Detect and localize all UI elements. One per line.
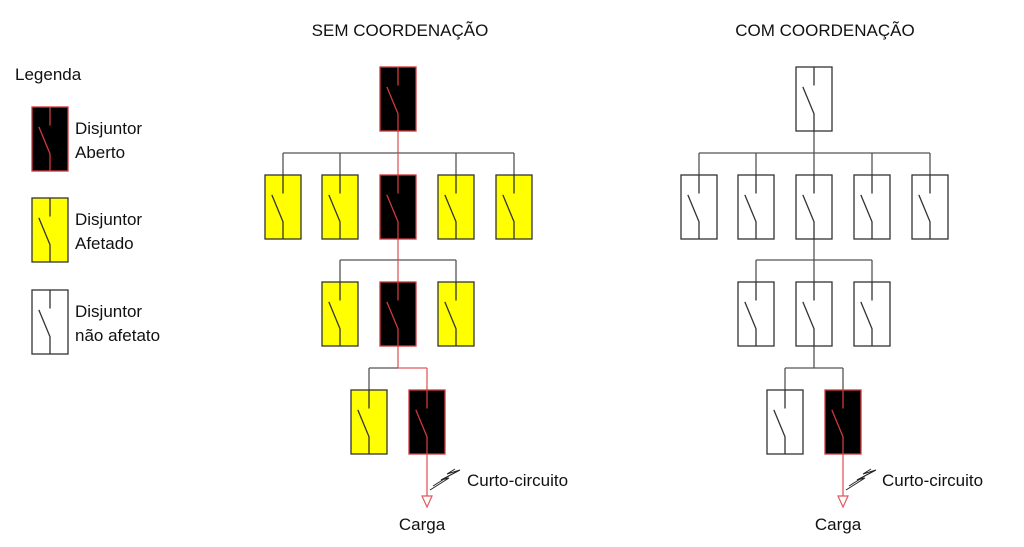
switch-symbol bbox=[802, 282, 815, 346]
diagram-title-with-coordination: COM COORDENAÇÃO bbox=[735, 21, 914, 40]
switch-symbol bbox=[38, 290, 51, 354]
switch-symbol bbox=[357, 390, 370, 454]
load-label: Carga bbox=[815, 515, 862, 534]
breaker-open bbox=[31, 106, 69, 172]
lightning-icon bbox=[429, 468, 461, 491]
breaker-affected bbox=[350, 389, 388, 455]
switch-symbol bbox=[860, 282, 873, 346]
breaker-affected bbox=[437, 174, 475, 240]
switch-symbol bbox=[328, 282, 341, 346]
fault-label: Curto-circuito bbox=[882, 471, 983, 490]
legend-label: Disjuntor bbox=[75, 210, 142, 229]
switch-symbol bbox=[502, 175, 515, 239]
breaker-affected bbox=[321, 174, 359, 240]
lightning-icon bbox=[845, 468, 877, 491]
breaker-unaffected bbox=[680, 174, 718, 240]
diagram-title-without-coordination: SEM COORDENAÇÃO bbox=[312, 21, 489, 40]
legend-label: Disjuntor bbox=[75, 302, 142, 321]
switch-symbol bbox=[444, 175, 457, 239]
breaker-unaffected bbox=[853, 174, 891, 240]
legend-item-unaffected: Disjuntor não afetato bbox=[31, 289, 160, 355]
switch-symbol bbox=[802, 67, 815, 131]
legend-label: não afetato bbox=[75, 326, 160, 345]
load-arrow-icon bbox=[837, 495, 849, 509]
switch-symbol bbox=[860, 175, 873, 239]
breaker-open bbox=[408, 389, 446, 455]
breaker-unaffected bbox=[795, 66, 833, 132]
breaker-unaffected bbox=[766, 389, 804, 455]
switch-symbol bbox=[415, 390, 428, 454]
load-label: Carga bbox=[399, 515, 446, 534]
switch-symbol bbox=[328, 175, 341, 239]
legend-label: Aberto bbox=[75, 143, 125, 162]
breaker-affected bbox=[264, 174, 302, 240]
switch-symbol bbox=[38, 198, 51, 262]
fault-label: Curto-circuito bbox=[467, 471, 568, 490]
legend-label: Afetado bbox=[75, 234, 134, 253]
switch-symbol bbox=[38, 107, 51, 171]
switch-symbol bbox=[918, 175, 931, 239]
legend-label: Disjuntor bbox=[75, 119, 142, 138]
breaker-unaffected bbox=[737, 281, 775, 347]
breaker-open bbox=[379, 174, 417, 240]
breaker-unaffected bbox=[795, 281, 833, 347]
breaker-affected bbox=[321, 281, 359, 347]
switch-symbol bbox=[744, 175, 757, 239]
switch-symbol bbox=[802, 175, 815, 239]
breaker-unaffected bbox=[31, 289, 69, 355]
switch-symbol bbox=[444, 282, 457, 346]
breaker-unaffected bbox=[737, 174, 775, 240]
load-arrow-icon bbox=[421, 495, 433, 509]
switch-symbol bbox=[271, 175, 284, 239]
breaker-open bbox=[824, 389, 862, 455]
breaker-affected bbox=[495, 174, 533, 240]
breaker-unaffected bbox=[911, 174, 949, 240]
breaker-affected bbox=[31, 197, 69, 263]
breaker-affected bbox=[437, 281, 475, 347]
switch-symbol bbox=[386, 282, 399, 346]
switch-symbol bbox=[831, 390, 844, 454]
breaker-open bbox=[379, 66, 417, 132]
breaker-unaffected bbox=[795, 174, 833, 240]
breaker-open bbox=[379, 281, 417, 347]
switch-symbol bbox=[744, 282, 757, 346]
switch-symbol bbox=[687, 175, 700, 239]
switch-symbol bbox=[773, 390, 786, 454]
switch-symbol bbox=[386, 67, 399, 131]
breaker-unaffected bbox=[853, 281, 891, 347]
switch-symbol bbox=[386, 175, 399, 239]
legend-title: Legenda bbox=[15, 65, 82, 84]
